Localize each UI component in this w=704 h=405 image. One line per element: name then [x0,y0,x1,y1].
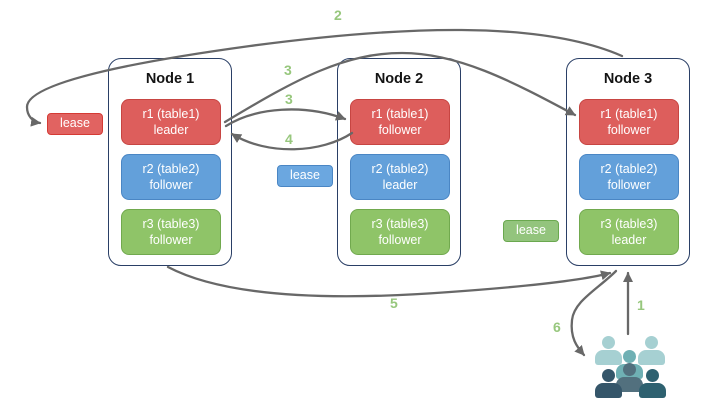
replica-role: leader [382,178,418,192]
replica-name: r2 (table2) [142,162,200,176]
node-1: Node 1 r1 (table1) leader r2 (table2) fo… [108,58,232,266]
replica-name: r1 (table1) [142,107,200,121]
step-label-4: 4 [285,131,293,147]
node-1-title: Node 1 [145,71,195,87]
replica-name: r1 (table1) [371,107,429,121]
node-2-replica-r1: r1 (table1) follower [350,99,450,145]
node-2: Node 2 r1 (table1) follower r2 (table2) … [337,58,461,266]
node-3-replica-r3: r3 (table3) leader [579,209,679,255]
replica-role: leader [611,233,647,247]
arrow-step-3-node1-to-node2 [224,108,347,128]
replica-role: follower [378,233,422,247]
node-3: Node 3 r1 (table1) follower r2 (table2) … [566,58,690,266]
replica-name: r2 (table2) [371,162,429,176]
node-1-replica-r2: r2 (table2) follower [121,154,221,200]
replica-role: follower [607,178,651,192]
replica-name: r1 (table1) [600,107,658,121]
node-2-replica-r3: r3 (table3) follower [350,209,450,255]
lease-badge-r3: lease [503,220,559,242]
step-label-6: 6 [553,319,561,335]
replica-name: r3 (table3) [371,217,429,231]
step-label-1: 1 [637,297,645,313]
step-label-5: 5 [390,295,398,311]
node-3-title: Node 3 [603,71,653,87]
user-figure-front-left [595,369,622,398]
step-label-2: 2 [334,7,342,23]
replica-role: follower [149,178,193,192]
replica-role: follower [607,123,651,137]
user-figure-front-center [616,363,643,392]
node-3-replica-r2: r2 (table2) follower [579,154,679,200]
node-1-replica-r1: r1 (table1) leader [121,99,221,145]
arrow-step-5-node1-to-node3 [166,265,612,298]
lease-badge-r2: lease [277,165,333,187]
user-figure-back-right [638,336,665,365]
replica-role: follower [378,123,422,137]
replica-role: follower [149,233,193,247]
step-label-3b: 3 [285,91,293,107]
node-2-replica-r2: r2 (table2) leader [350,154,450,200]
replica-role: leader [153,123,189,137]
replica-name: r3 (table3) [600,217,658,231]
lease-badge-r1: lease [47,113,103,135]
replica-name: r2 (table2) [600,162,658,176]
replica-name: r3 (table3) [142,217,200,231]
user-figure-front-right [639,369,666,398]
users-icon [592,333,670,398]
node-2-title: Node 2 [374,71,424,87]
step-label-3a: 3 [284,62,292,78]
node-3-replica-r1: r1 (table1) follower [579,99,679,145]
node-1-replica-r3: r3 (table3) follower [121,209,221,255]
